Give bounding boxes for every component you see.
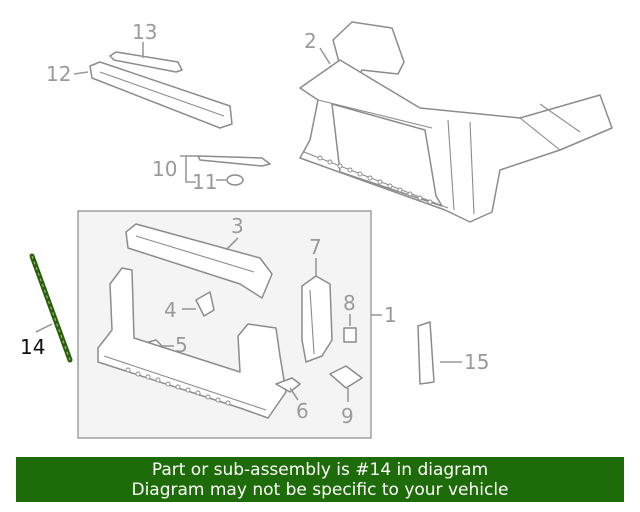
part-2-holes <box>317 155 433 205</box>
part-15-bracket <box>417 321 435 385</box>
part-6-bracket <box>275 377 301 393</box>
part-11-clip <box>226 174 244 186</box>
callout-14: 14 <box>20 335 45 359</box>
callout-15: 15 <box>464 350 489 374</box>
part-1-holes <box>125 367 231 406</box>
part-14-weatherstrip <box>29 253 73 363</box>
callout-7: 7 <box>309 235 322 259</box>
callout-3: 3 <box>231 214 244 238</box>
callout-13: 13 <box>132 20 157 44</box>
part-10-bracket <box>197 155 271 167</box>
parts-diagram: 2 12 13 10 11 3 4 5 <box>20 20 613 439</box>
part-2-radiator-support <box>299 21 613 223</box>
part-4-bracket <box>195 291 215 317</box>
callout-9: 9 <box>341 404 354 428</box>
callout-6: 6 <box>296 399 309 423</box>
callout-4: 4 <box>164 298 177 322</box>
info-banner: Part or sub-assembly is #14 in diagram D… <box>16 457 624 502</box>
part-7-side-panel <box>301 275 333 363</box>
callout-5: 5 <box>175 333 188 357</box>
banner-line-2: Diagram may not be specific to your vehi… <box>131 480 509 500</box>
part-12-upper-tie-bar <box>89 61 233 129</box>
callout-10: 10 <box>152 157 177 181</box>
part-8-bracket <box>343 327 357 343</box>
callout-11: 11 <box>192 170 217 194</box>
callout-2: 2 <box>304 29 317 53</box>
part-9-latch <box>329 365 363 389</box>
banner-line-1: Part or sub-assembly is #14 in diagram <box>151 460 489 480</box>
part-3-tie-bar <box>125 223 273 299</box>
callout-8: 8 <box>343 291 356 315</box>
callout-1: 1 <box>384 303 397 327</box>
part-1-lower-frame <box>97 267 287 419</box>
callout-12: 12 <box>46 62 71 86</box>
part-13-rod <box>109 51 183 73</box>
